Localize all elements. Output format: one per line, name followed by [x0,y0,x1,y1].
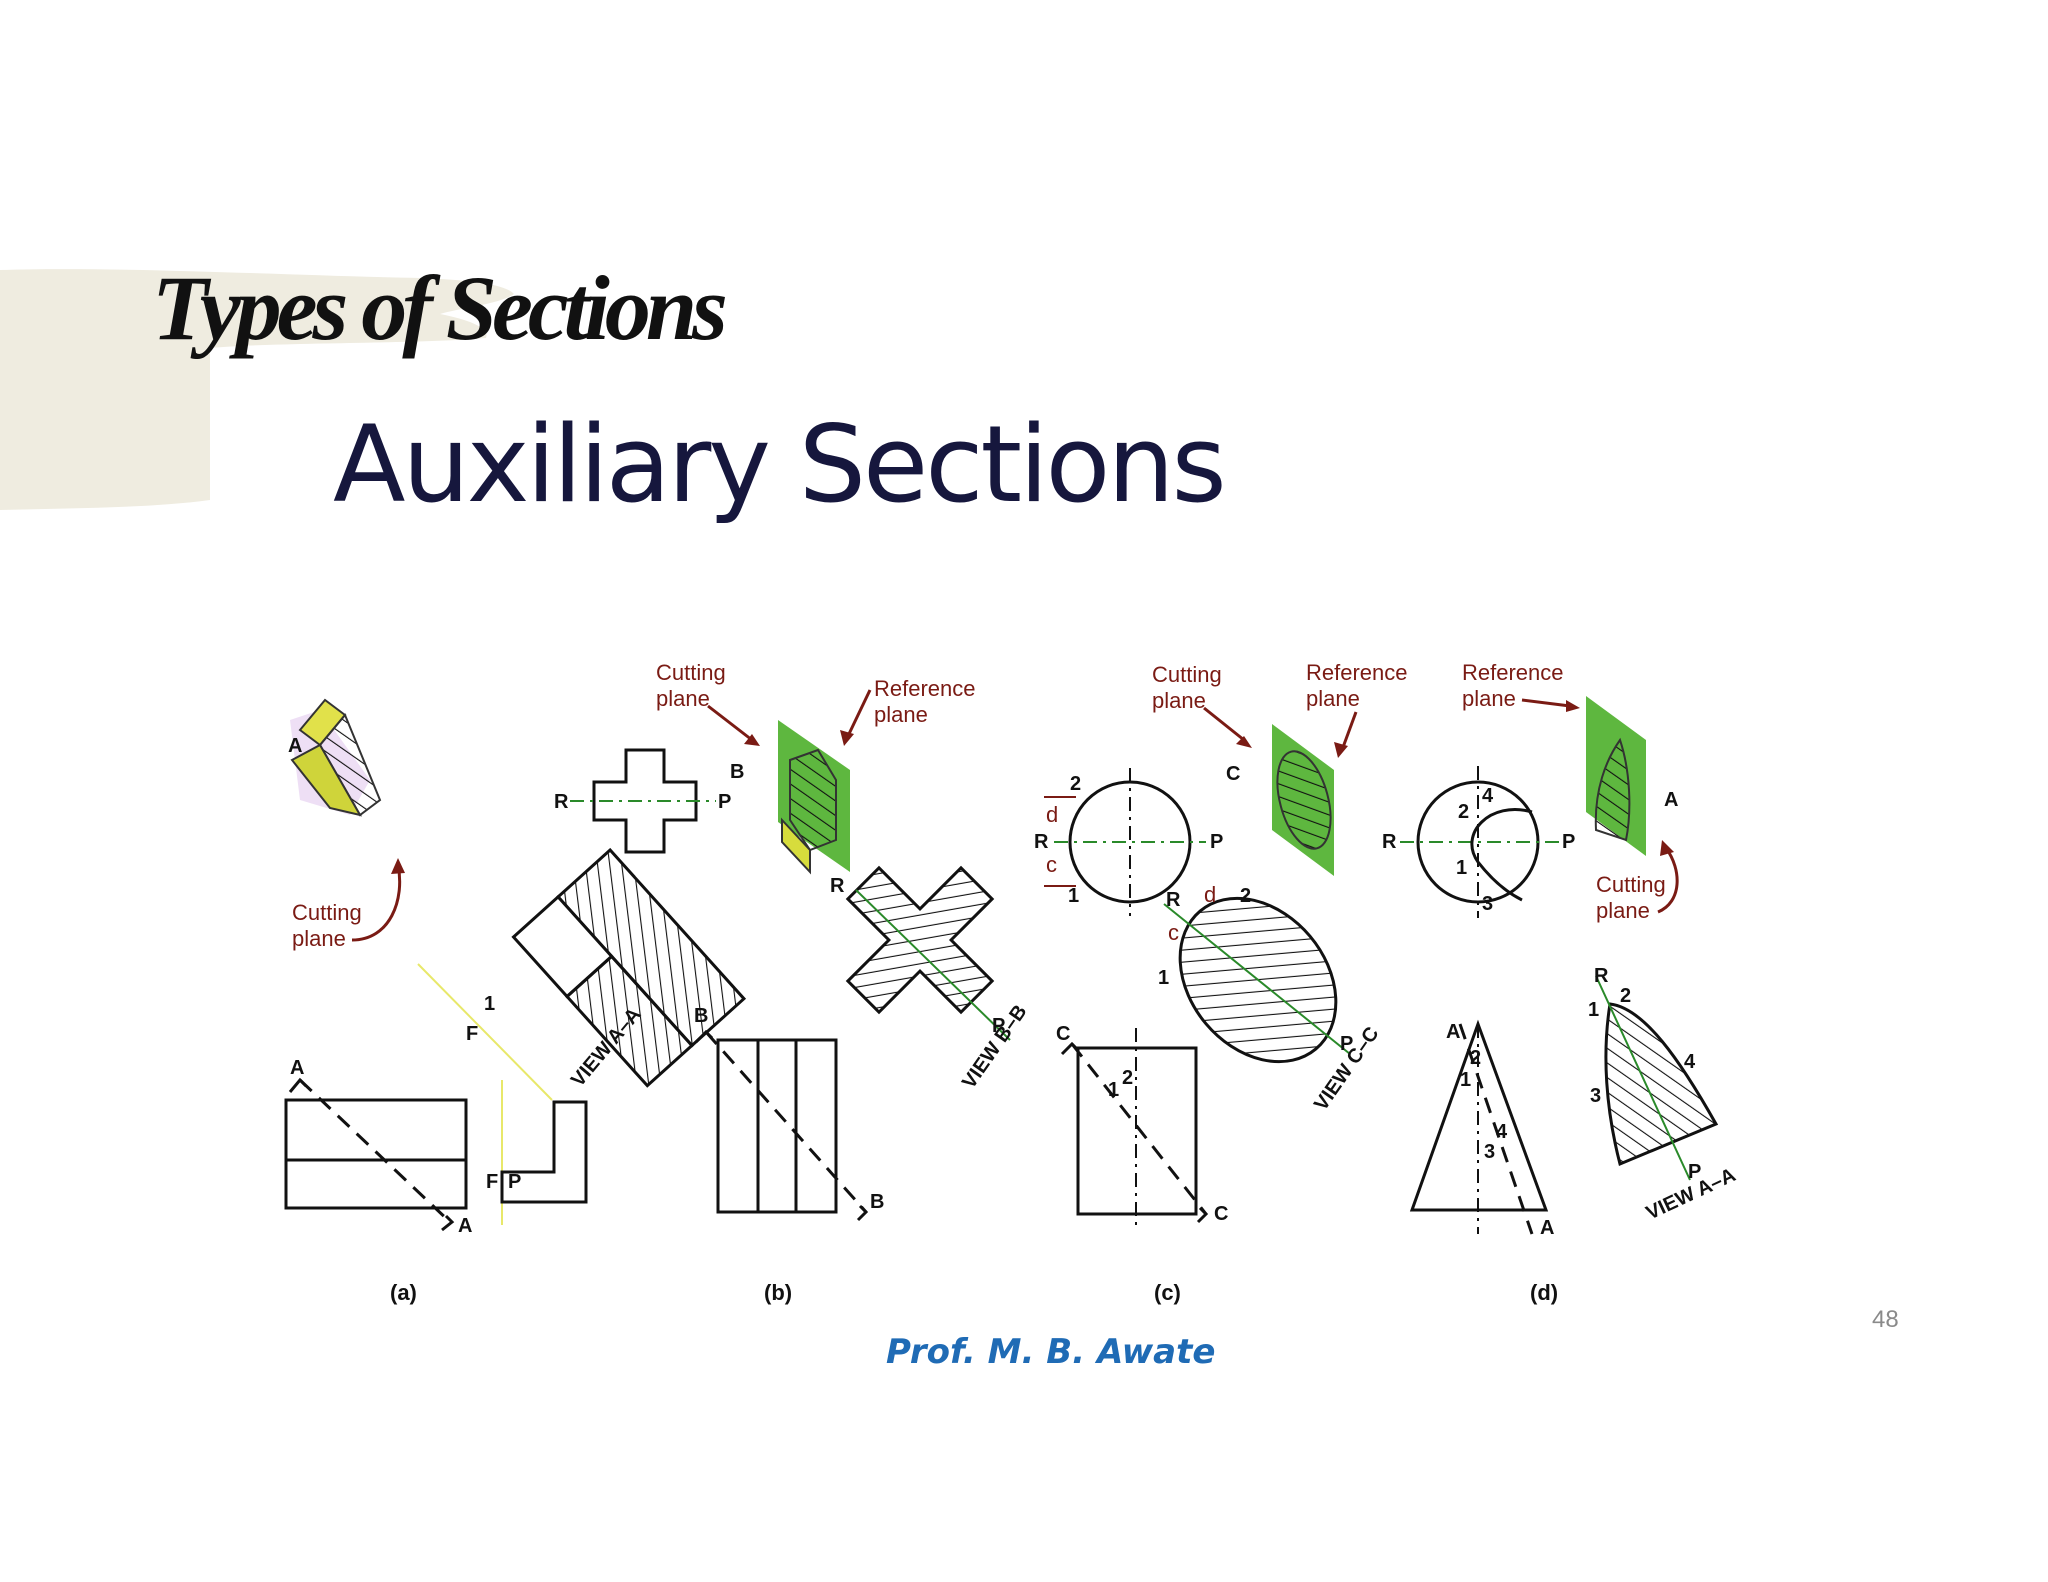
brush-stroke-background [0,269,514,510]
slide-subtitle: Auxiliary Sections [333,403,1227,526]
label-reference-plane-b1: Reference [874,676,976,701]
label-r-d2: R [1594,965,1609,987]
label-2-d3: 2 [1620,985,1631,1007]
label-1-a: 1 [484,993,495,1015]
auxiliary-sections-figure: A Cutting plane A A F 1 F P VIEW A–A (a)… [284,660,1739,1305]
label-1-c2: 1 [1158,967,1169,989]
label-3-d3: 3 [1590,1085,1601,1107]
label-f-1: F [466,1023,478,1045]
label-4-d3: 4 [1684,1051,1696,1073]
label-c-top: C [1226,763,1240,785]
label-reference-plane-c1: Reference [1306,660,1408,685]
caption-b: (b) [764,1280,792,1305]
caption-d: (d) [1530,1280,1558,1305]
label-r-c: R [1034,831,1049,853]
label-3-d2: 3 [1484,1141,1495,1163]
label-reference-plane-b2: plane [874,702,928,727]
label-p-d: P [1562,831,1575,853]
panel-a-pictorial [290,698,382,817]
label-r-b: R [554,791,569,813]
label-a-top: A [288,735,302,757]
label-p-b: P [718,791,731,813]
label-b-top: B [730,761,744,783]
caption-c: (c) [1154,1280,1181,1305]
label-1-d1: 1 [1456,857,1467,879]
label-p-d2: P [1688,1161,1701,1183]
label-b-cut-start: B [694,1005,708,1027]
label-a-cut-start: A [290,1057,304,1079]
label-reference-plane-c2: plane [1306,686,1360,711]
label-r-b2: R [830,875,845,897]
label-cutting-plane-b1: Cutting [656,660,726,685]
label-d-c1: d [1046,802,1058,827]
label-c-c1: c [1046,852,1057,877]
label-b-cut-end: B [870,1191,884,1213]
slide-title: Types of Sections [152,257,728,359]
label-cutting-plane-c1: Cutting [1152,662,1222,687]
label-a-d1: A [1664,789,1678,811]
label-c-cut-end: C [1214,1203,1228,1225]
caption-a: (a) [390,1280,417,1305]
label-r-c2: R [1166,889,1181,911]
label-d-c2: d [1204,882,1216,907]
label-1-d2: 1 [1460,1069,1471,1091]
label-a-cut-end: A [458,1215,472,1237]
label-1-c3: 1 [1108,1079,1119,1101]
label-c-c2: c [1168,920,1179,945]
label-2-c2: 2 [1240,885,1251,907]
panel-d: Reference plane A Cutting plane R P 4 2 … [1382,660,1739,1305]
label-r-d: R [1382,831,1397,853]
label-p-c: P [1210,831,1223,853]
label-cutting-plane-d2: plane [1596,898,1650,923]
label-reference-plane-d1: Reference [1462,660,1564,685]
label-p-b2: P [992,1015,1005,1037]
author-credit: Prof. M. B. Awate [886,1332,1216,1372]
label-4-d2: 4 [1496,1121,1508,1143]
label-2-d2: 2 [1470,1047,1481,1069]
label-cutting-plane-a1: Cutting [292,900,362,925]
label-4-d1: 4 [1482,785,1494,807]
label-2-c3: 2 [1122,1067,1133,1089]
panel-b: Cutting plane Reference plane R P B R P … [554,660,1032,1305]
label-cutting-plane-c2: plane [1152,688,1206,713]
panel-c: Cutting plane Reference plane C R P 2 d … [1034,660,1408,1305]
label-p-c2: P [1340,1033,1353,1055]
label-cutting-plane-a2: plane [292,926,346,951]
label-2-d1: 2 [1458,801,1469,823]
label-1-c1: 1 [1068,885,1079,907]
label-a-d3: A [1540,1217,1554,1239]
label-f-2: F [486,1171,498,1193]
label-cutting-plane-b2: plane [656,686,710,711]
label-a-d2: A [1446,1021,1460,1043]
label-c-cut-start: C [1056,1023,1070,1045]
panel-a: A Cutting plane A A F 1 F P VIEW A–A (a) [284,698,747,1305]
page-number: 48 [1872,1306,1899,1333]
label-cutting-plane-d1: Cutting [1596,872,1666,897]
label-1-d3: 1 [1588,999,1599,1021]
label-p-a: P [508,1171,521,1193]
label-2-c1: 2 [1070,773,1081,795]
label-reference-plane-d2: plane [1462,686,1516,711]
label-3-d1: 3 [1482,893,1493,915]
